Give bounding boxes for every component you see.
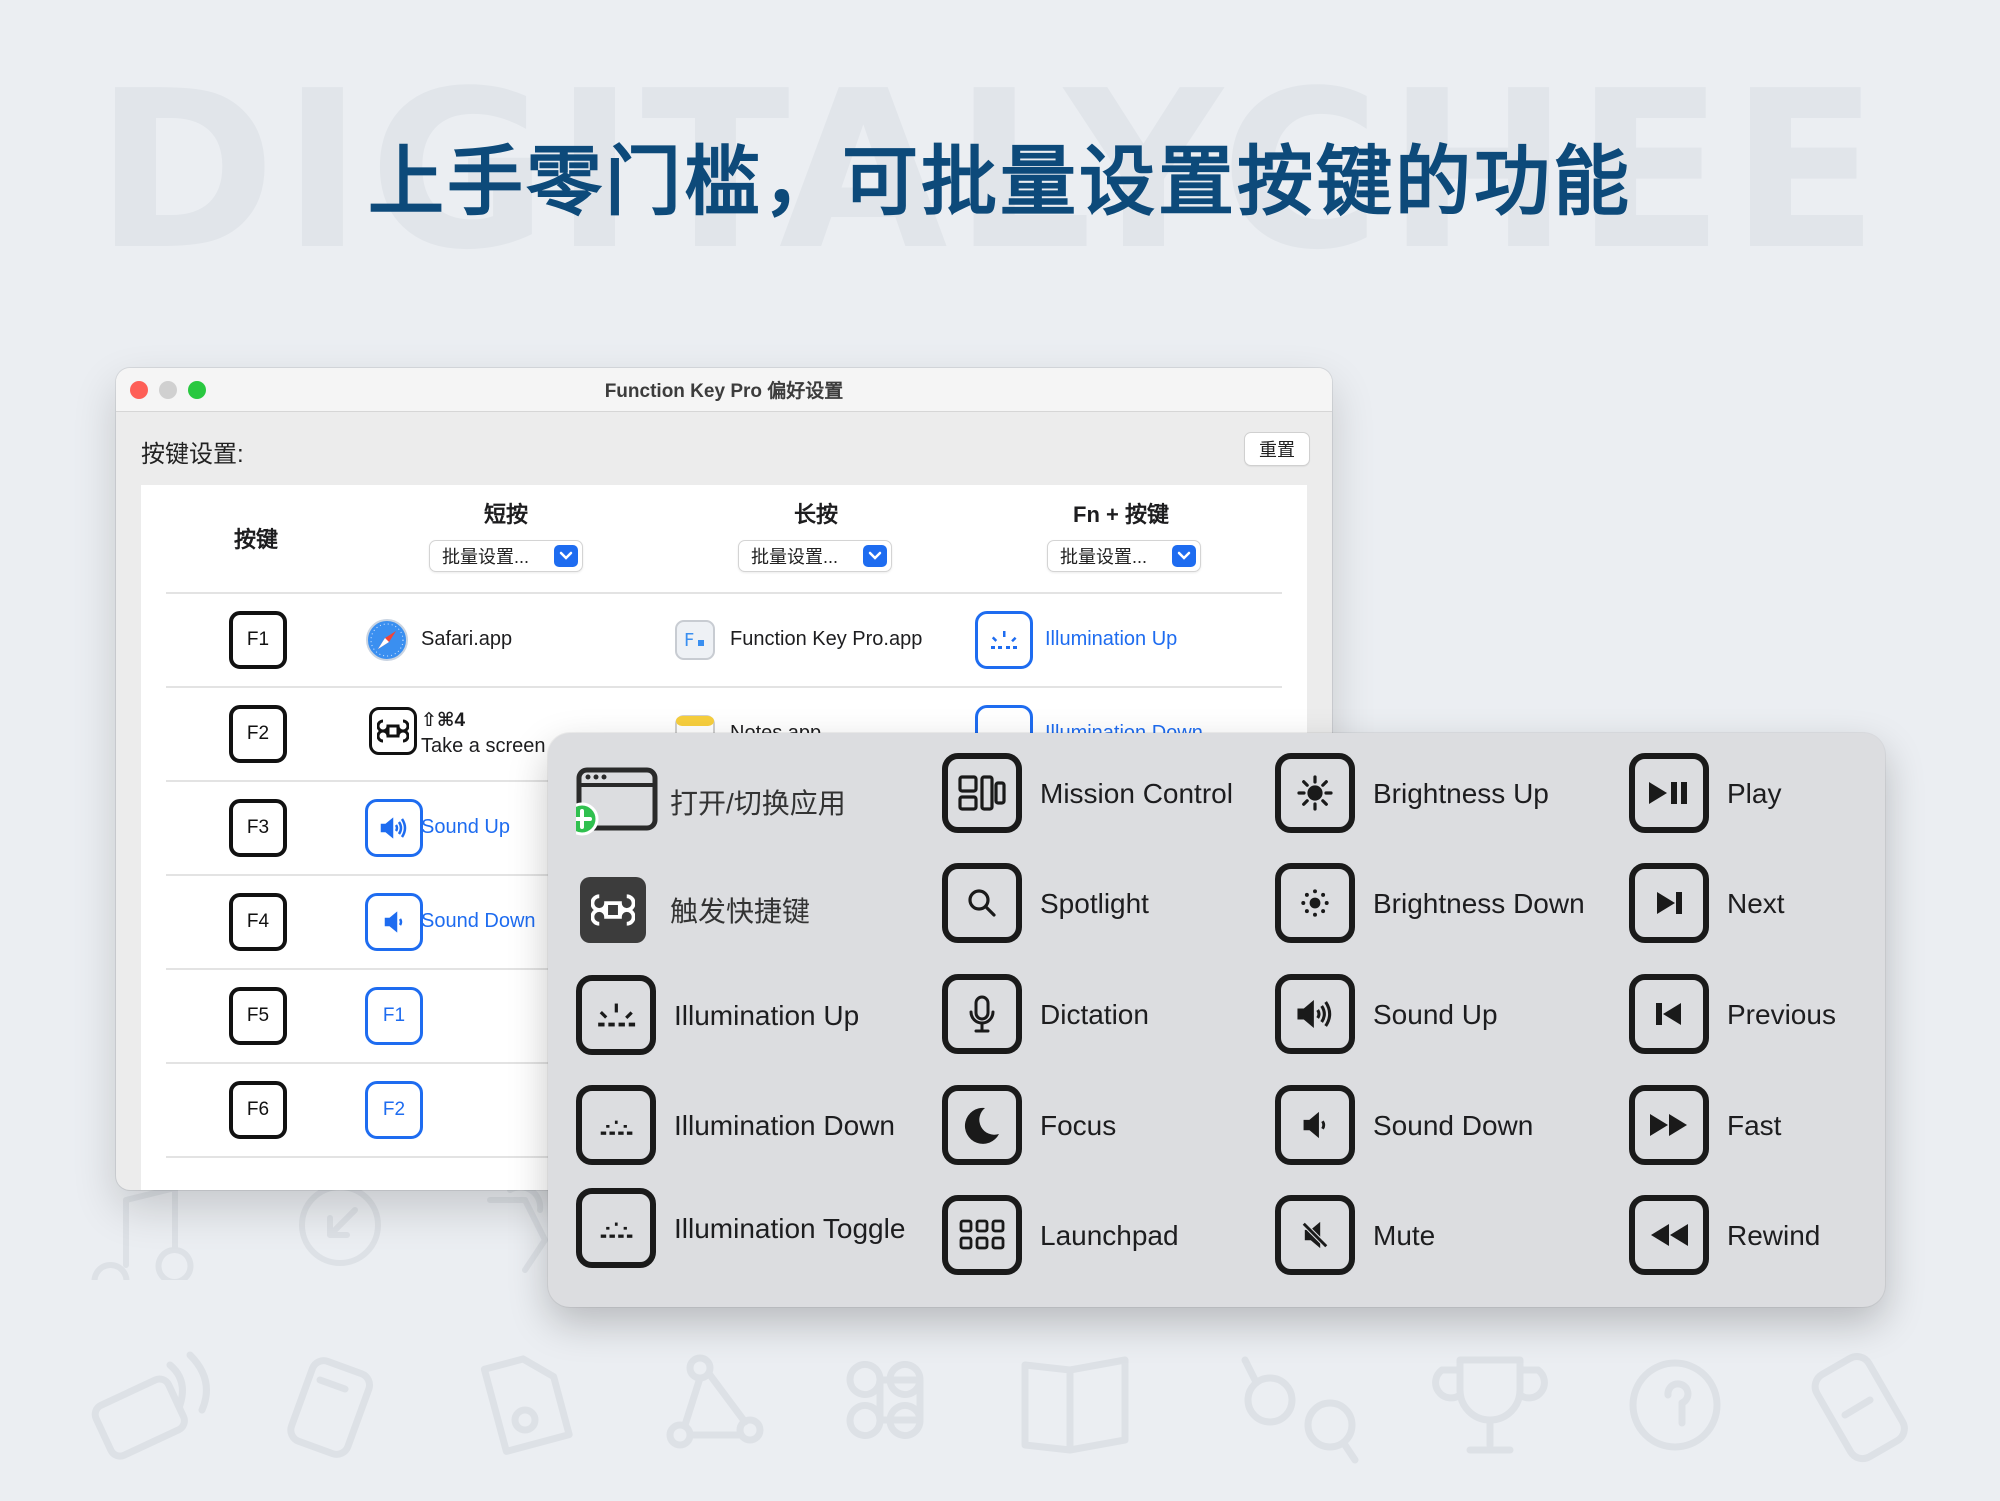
next-icon[interactable]: [1629, 863, 1709, 943]
option-fast[interactable]: Fast: [1727, 1110, 1782, 1141]
launchpad-icon[interactable]: [942, 1195, 1022, 1275]
short-press-f3[interactable]: Sound Up: [421, 816, 510, 838]
sound-up-icon[interactable]: [1275, 974, 1355, 1054]
mission-control-icon[interactable]: [942, 753, 1022, 833]
play-pause-icon[interactable]: [1629, 753, 1709, 833]
short-press-f1[interactable]: Safari.app: [421, 628, 513, 650]
option-play[interactable]: Play: [1727, 778, 1782, 809]
close-button[interactable]: [130, 381, 148, 399]
option-illumination-up[interactable]: Illumination Up: [674, 1000, 860, 1031]
long-press-f1[interactable]: Function Key Pro.app: [730, 628, 923, 650]
key-f4[interactable]: F4: [229, 893, 287, 951]
batch-select-label: 批量设置...: [751, 547, 839, 567]
spotlight-icon[interactable]: [942, 863, 1022, 943]
background-decor-icons: [91, 1351, 1908, 1464]
chevron-down-icon: [1172, 545, 1196, 567]
page-headline: 上手零门槛，可批量设置按键的功能: [368, 137, 1632, 226]
chevron-down-icon: [554, 545, 578, 567]
zoom-button[interactable]: [188, 381, 206, 399]
settings-label: 按键设置:: [141, 441, 244, 468]
row-divider: [166, 686, 1282, 688]
reset-button[interactable]: 重置: [1244, 432, 1310, 466]
short-press-f2[interactable]: Take a screen: [421, 735, 546, 757]
sound-down-icon[interactable]: [1275, 1085, 1355, 1165]
short-press-f5-key[interactable]: F1: [365, 987, 423, 1045]
column-header-long-press: 长按: [793, 502, 838, 527]
action-picker-popup: 打开/切换应用 触发快捷键 Illumination Up Illuminati…: [548, 733, 1885, 1307]
short-press-f4[interactable]: Sound Down: [421, 910, 536, 932]
option-focus[interactable]: Focus: [1040, 1110, 1117, 1141]
chevron-down-icon: [863, 545, 887, 567]
option-sound-up[interactable]: Sound Up: [1373, 999, 1498, 1030]
minimize-button[interactable]: [159, 381, 177, 399]
sound-down-icon: [365, 893, 423, 951]
option-next[interactable]: Next: [1727, 888, 1785, 919]
option-previous[interactable]: Previous: [1727, 999, 1836, 1030]
illumination-up-icon: [975, 611, 1033, 669]
batch-select-label: 批量设置...: [442, 547, 530, 567]
option-brightness-down[interactable]: Brightness Down: [1373, 888, 1585, 919]
option-spotlight[interactable]: Spotlight: [1040, 888, 1149, 919]
short-press-f6-key[interactable]: F2: [365, 1081, 423, 1139]
batch-select-fn[interactable]: 批量设置...: [1047, 540, 1201, 572]
batch-select-label: 批量设置...: [1060, 547, 1148, 567]
option-mission-control[interactable]: Mission Control: [1040, 778, 1233, 809]
column-header-key: 按键: [233, 527, 278, 552]
function-key-pro-icon: F: [675, 620, 715, 660]
batch-select-long[interactable]: 批量设置...: [738, 540, 892, 572]
key-f1[interactable]: F1: [229, 611, 287, 669]
option-illumination-down[interactable]: Illumination Down: [674, 1110, 895, 1141]
dictation-icon[interactable]: [942, 974, 1022, 1054]
brightness-up-icon[interactable]: [1275, 753, 1355, 833]
sound-up-icon: [365, 799, 423, 857]
fast-forward-icon[interactable]: [1629, 1085, 1709, 1165]
app-switch-icon: [576, 767, 658, 836]
brightness-down-icon[interactable]: [1275, 863, 1355, 943]
option-brightness-up[interactable]: Brightness Up: [1373, 778, 1549, 809]
key-f5[interactable]: F5: [229, 987, 287, 1045]
option-trigger-shortcut[interactable]: 触发快捷键: [670, 896, 811, 927]
column-header-fn-key: Fn + 按键: [1073, 502, 1169, 527]
batch-select-short[interactable]: 批量设置...: [429, 540, 583, 572]
mute-icon[interactable]: [1275, 1195, 1355, 1275]
command-icon: [580, 877, 646, 943]
illumination-up-icon[interactable]: [576, 975, 656, 1055]
illumination-down-icon[interactable]: [576, 1085, 656, 1165]
column-header-short-press: 短按: [483, 502, 528, 527]
shortcut-keys-f2: ⇧⌘4: [421, 710, 466, 731]
svg-text:F: F: [684, 630, 694, 651]
illumination-toggle-icon[interactable]: [576, 1188, 656, 1268]
key-f6[interactable]: F6: [229, 1081, 287, 1139]
command-icon: [369, 707, 417, 755]
option-sound-down[interactable]: Sound Down: [1373, 1110, 1534, 1141]
safari-icon: [366, 619, 408, 661]
rewind-icon[interactable]: [1629, 1195, 1709, 1275]
watermark-text: DIGITALYCHEE: [95, 52, 1885, 292]
window-titlebar: Function Key Pro 偏好设置: [116, 368, 1332, 412]
option-dictation[interactable]: Dictation: [1040, 999, 1149, 1030]
option-launchpad[interactable]: Launchpad: [1040, 1220, 1179, 1251]
option-mute[interactable]: Mute: [1373, 1220, 1436, 1251]
row-divider: [166, 592, 1282, 594]
key-f2[interactable]: F2: [229, 705, 287, 763]
option-rewind[interactable]: Rewind: [1727, 1220, 1821, 1251]
key-f3[interactable]: F3: [229, 799, 287, 857]
window-title: Function Key Pro 偏好设置: [604, 381, 844, 402]
option-illumination-toggle[interactable]: Illumination Toggle: [674, 1213, 906, 1244]
option-open-switch-app[interactable]: 打开/切换应用: [670, 788, 846, 819]
focus-icon[interactable]: [942, 1085, 1022, 1165]
traffic-lights: [130, 381, 206, 399]
previous-icon[interactable]: [1629, 974, 1709, 1054]
fn-f1[interactable]: Illumination Up: [1045, 628, 1178, 650]
